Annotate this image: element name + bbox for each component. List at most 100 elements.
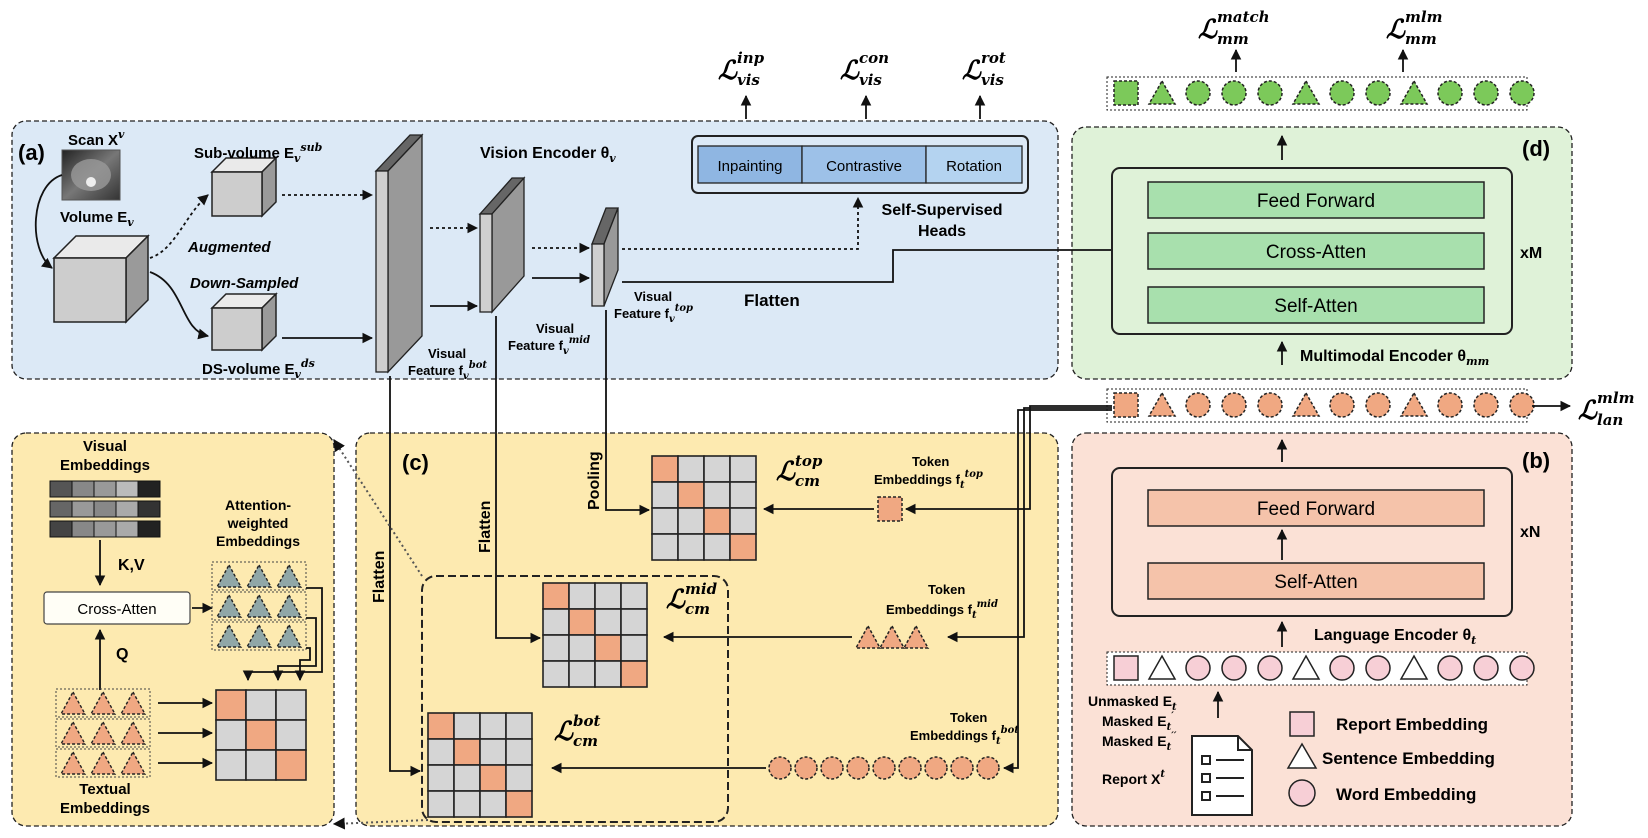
token-mid-triangle — [902, 624, 930, 649]
zoom-aw-label-1: Attention- — [225, 497, 291, 513]
grid-mid-cell — [620, 634, 648, 662]
zoom-visual-label-2: Embeddings — [60, 457, 150, 474]
grid-bot-cell — [427, 764, 455, 792]
token-bot-circle — [820, 756, 844, 780]
lang-layer-selfatten — [1147, 562, 1485, 600]
grid-top-cell — [677, 455, 705, 483]
grid-zoom-cell — [215, 749, 247, 781]
token-bot-label-2: Embeddings ftbot — [910, 725, 1019, 747]
grid-bot-cell — [505, 712, 533, 740]
visual-embedding-cell — [93, 520, 117, 538]
mm-out-sentence-token — [1291, 79, 1321, 105]
lang-out-word-token — [1509, 392, 1535, 418]
lang-layer-feedforward-text: Feed Forward — [1257, 499, 1375, 520]
lang-in-sentence-token — [1399, 654, 1429, 680]
grid-zoom-cell — [275, 689, 307, 721]
svg-text:vis: vis — [981, 71, 1004, 89]
flatten-to-crossatten-arrow — [622, 244, 1147, 283]
lang-in-word-token — [1509, 655, 1535, 681]
txt-emb-triangle — [59, 750, 87, 775]
visual-embedding-cell — [71, 520, 95, 538]
grid-mid-cell — [620, 608, 648, 636]
lang-out-report-token — [1113, 392, 1139, 418]
aw-emb-triangle — [245, 563, 273, 588]
lang-input-tokens — [1113, 654, 1535, 681]
loss-vis-rot: ℒ rot vis — [962, 49, 1006, 89]
svg-text:rot: rot — [981, 49, 1006, 67]
mm-output-token-row — [1106, 76, 1528, 111]
mm-out-word-token — [1221, 80, 1247, 106]
txt-emb-row — [55, 688, 151, 718]
ssh-head-contrastive — [801, 145, 927, 184]
panel-d-label: (d) — [1522, 136, 1550, 161]
loss-lan-mlm: ℒ mlm lan — [1578, 389, 1634, 429]
zoom-connector-top — [333, 438, 423, 577]
visual-embedding-cell — [49, 520, 73, 538]
report-label: Report Xt — [1102, 769, 1165, 787]
lang-layer-feedforward — [1147, 489, 1485, 527]
feature-mid-label-2: Feature fvmid — [508, 335, 590, 357]
legend-sentence-text: Sentence Embedding — [1322, 749, 1495, 768]
grid-top-cell — [651, 533, 679, 561]
vision-encoder-label: Vision Encoder θv — [480, 145, 616, 165]
feature-top-label-1: Visual — [634, 289, 672, 304]
token-bot-circle — [846, 756, 870, 780]
grid-bot-cell — [427, 712, 455, 740]
similarity-grid-bot — [427, 712, 533, 818]
downsampled-label: Down-Sampled — [190, 275, 299, 292]
grid-top-cell — [677, 481, 705, 509]
token-bot-circle — [976, 756, 1000, 780]
legend-word-text: Word Embedding — [1336, 785, 1476, 804]
grid-mid-cell — [620, 582, 648, 610]
lang-out-word-token — [1473, 392, 1499, 418]
grid-bot-cell — [427, 738, 455, 766]
mm-layer-selfatten-text: Self-Atten — [1274, 296, 1357, 317]
grid-bot-cell — [479, 738, 507, 766]
svg-text:ℒ: ℒ — [776, 457, 796, 487]
pooling-label: Pooling — [586, 451, 603, 510]
lang-in-word-token — [1257, 655, 1283, 681]
svg-text:bot: bot — [573, 712, 600, 730]
zoom-connector-bottom — [332, 817, 429, 830]
lang-layer-selfatten-text: Self-Atten — [1274, 572, 1357, 593]
dsvolume-cube — [210, 292, 278, 352]
grid-mid-cell — [568, 634, 596, 662]
svg-text:cm: cm — [685, 600, 710, 618]
svg-text:match: match — [1217, 8, 1270, 26]
grid-top-cell — [729, 481, 757, 509]
svg-text:cm: cm — [795, 472, 820, 490]
subvolume-label: Sub-volume Evsub — [194, 141, 323, 165]
token-bot-circle — [768, 756, 792, 780]
grid-zoom-cell — [245, 689, 277, 721]
lang-out-sentence-token — [1399, 391, 1429, 417]
route-bot — [1002, 409, 1112, 774]
mm-out-word-token — [1329, 80, 1355, 106]
mm-layer-crossatten — [1147, 232, 1485, 270]
token-top-square — [877, 496, 903, 522]
txt-emb-triangle — [119, 750, 147, 775]
token-bot-circle — [794, 756, 818, 780]
visual-embedding-cell — [49, 500, 73, 518]
token-bot-label-1: Token — [950, 710, 987, 725]
ssh-label-1: Self-Supervised — [882, 202, 1003, 219]
mm-out-sentence-token — [1147, 79, 1177, 105]
token-bot-circles — [768, 756, 1000, 780]
similarity-grid-mid — [542, 582, 648, 688]
token-bot-circle — [924, 756, 948, 780]
legend-word-icon — [1288, 779, 1316, 807]
grid-top-cell — [703, 507, 731, 535]
augment-arrow — [149, 194, 209, 259]
visual-embedding-cell — [71, 500, 95, 518]
grid-top-cell — [651, 481, 679, 509]
lang-encoder-label: Language Encoder θt — [1314, 627, 1476, 647]
grid-mid-cell — [594, 582, 622, 610]
loss-cm-top: ℒ top cm — [776, 452, 823, 490]
masked1-label: Masked Et′ — [1102, 711, 1174, 733]
token-bot-circle — [950, 756, 974, 780]
lang-out-word-token — [1329, 392, 1355, 418]
token-mid-label-1: Token — [928, 582, 965, 597]
mm-out-word-token — [1185, 80, 1211, 106]
mm-repeat-label: xM — [1520, 245, 1542, 262]
lang-output-token-row — [1106, 388, 1528, 423]
flatten-mid-label: Flatten — [477, 501, 494, 553]
